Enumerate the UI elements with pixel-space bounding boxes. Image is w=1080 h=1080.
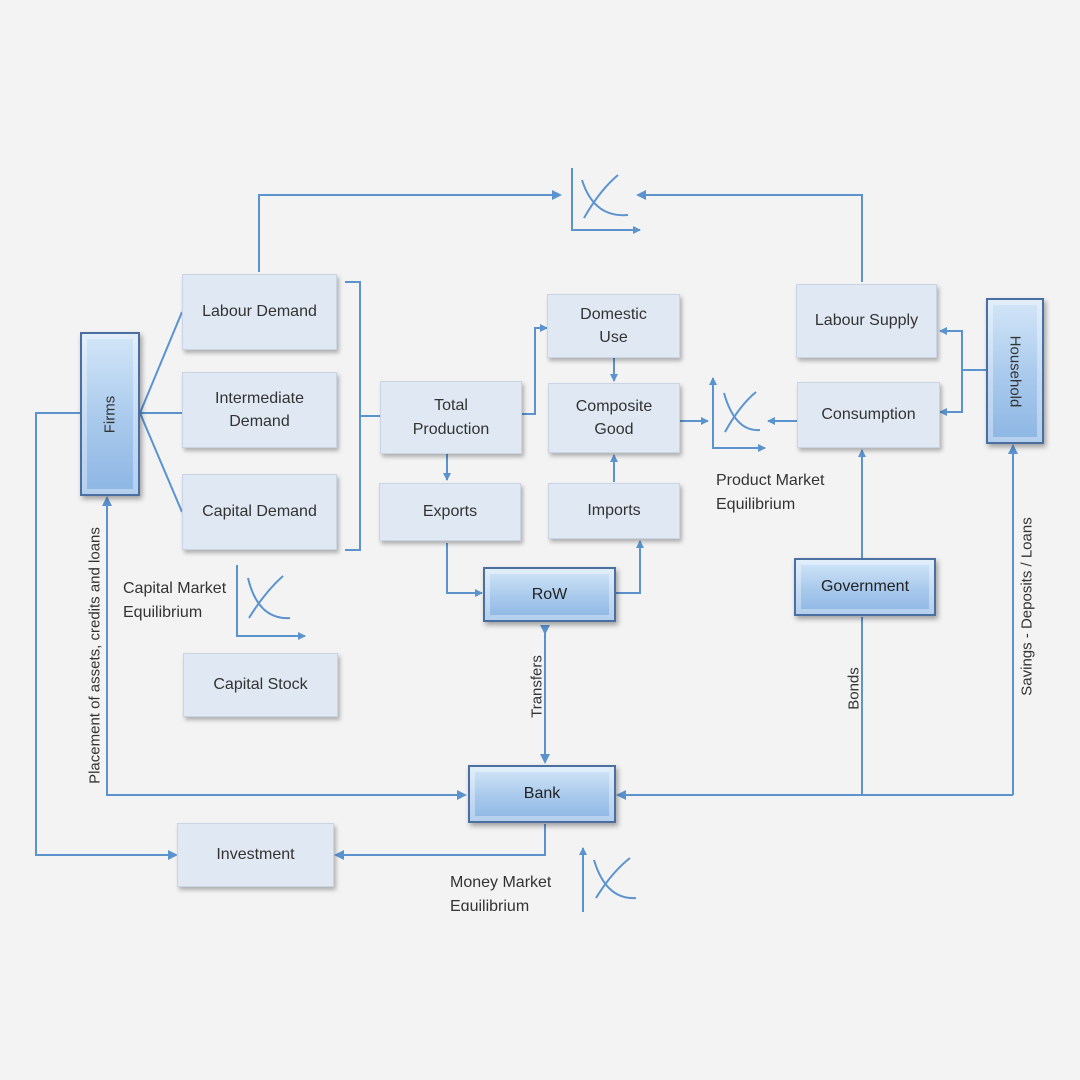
investment-box: Investment — [177, 823, 334, 887]
arrow-labour-supply-to-labour-market — [636, 190, 863, 282]
savings-label: Savings - Deposits / Loans — [1018, 517, 1036, 696]
firms-label: Firms — [101, 395, 119, 433]
product-market-label: Product Market Equilibrium — [716, 472, 825, 513]
consumption-box: Consumption — [797, 382, 940, 448]
labour-demand-box: Labour Demand — [182, 274, 337, 350]
firms-node: Firms — [80, 332, 140, 496]
arrow-household-to-consumption — [939, 370, 963, 416]
money-market-chart — [579, 847, 637, 912]
money-market-label: Money Market Equilibrium — [450, 874, 552, 911]
bracket-demands — [345, 281, 361, 551]
household-node: Household — [986, 298, 1044, 444]
arrow-bank-to-investment — [334, 824, 546, 860]
product-market-chart — [709, 377, 766, 452]
arrow-production-to-domestic-use — [522, 324, 548, 415]
labour-market-chart — [571, 168, 641, 234]
placement-label: Placement of assets, credits and loans — [86, 527, 104, 784]
labour-supply-box: Labour Supply — [796, 284, 937, 358]
composite-good-box: Composite Good — [548, 383, 680, 453]
arrow-labour-demand-to-labour-market — [258, 190, 562, 272]
domestic-use-box: Domestic Use — [547, 294, 680, 358]
government-node: Government — [794, 558, 936, 616]
imports-box: Imports — [548, 483, 680, 539]
capital-market-chart — [236, 565, 306, 640]
capital-demand-box: Capital Demand — [182, 474, 337, 550]
arrow-row-to-imports — [616, 540, 644, 594]
arrow-firms-to-investment — [35, 412, 178, 860]
row-node: RoW — [483, 567, 616, 622]
bonds-label: Bonds — [845, 667, 863, 710]
transfers-label: Transfers — [528, 655, 546, 718]
capital-stock-box: Capital Stock — [183, 653, 338, 717]
intermediate-demand-box: Intermediate Demand — [182, 372, 337, 448]
bank-node: Bank — [468, 765, 616, 823]
exports-box: Exports — [379, 483, 521, 541]
household-label: Household — [1006, 335, 1024, 407]
total-production-box: Total Production — [380, 381, 522, 454]
arrow-exports-to-row — [446, 543, 483, 597]
capital-market-label: Capital Market Equilibrium — [123, 580, 227, 621]
line-firms-to-capital-demand — [139, 412, 183, 513]
arrow-household-to-labour-supply — [939, 327, 963, 370]
line-firms-to-labour-demand — [139, 311, 183, 414]
